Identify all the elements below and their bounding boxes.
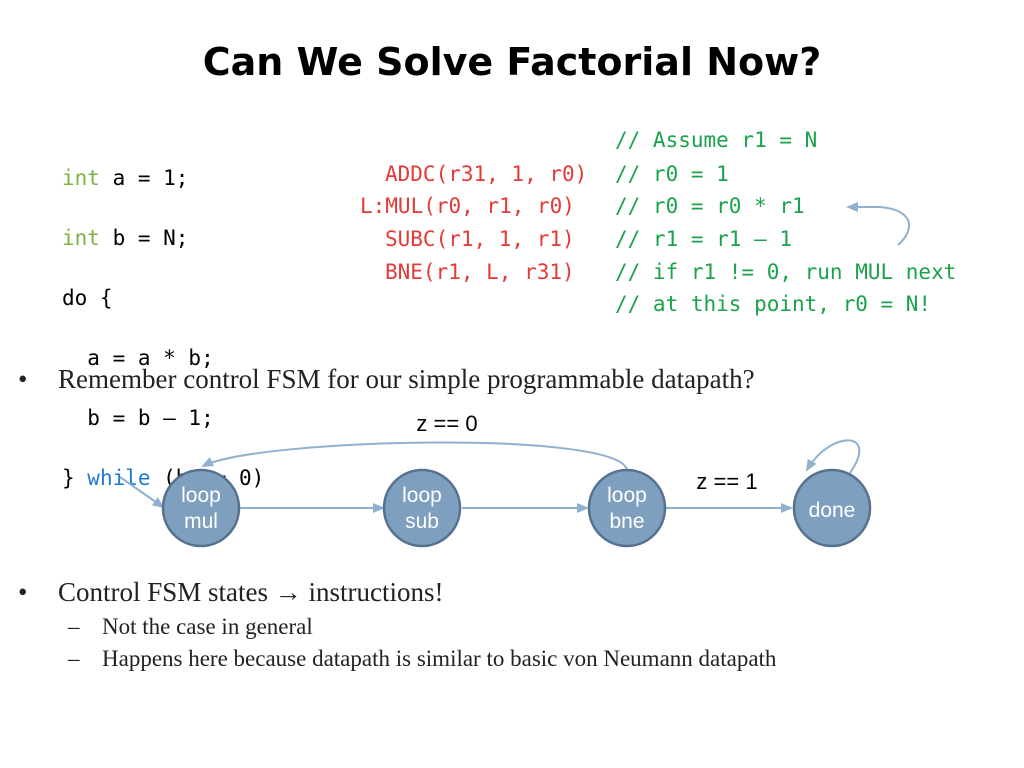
- comment-line-6: // at this point, r0 = N!: [615, 292, 932, 316]
- comment-line-3: // r0 = r0 * r1: [615, 194, 805, 218]
- c-line-5: b = b – 1;: [62, 406, 214, 430]
- dash-marker: –: [68, 646, 80, 671]
- keyword-while: while: [87, 466, 151, 490]
- state-label-line2: mul: [184, 510, 218, 533]
- edge-bne-to-mul: [201, 441, 628, 471]
- asm-line-4: BNE(r1, L, r31): [385, 260, 575, 284]
- asm-line-3: SUBC(r1, 1, r1): [385, 227, 575, 251]
- state-label-line1: done: [809, 499, 856, 522]
- edge-label-back: z == 0: [416, 411, 477, 436]
- comment-line-5: // if r1 != 0, run MUL next: [615, 260, 957, 284]
- c-line-2-text: b = N;: [99, 226, 189, 250]
- keyword-int: int: [62, 226, 100, 250]
- state-label-line2: bne: [609, 510, 644, 533]
- state-label-line1: loop: [402, 484, 442, 507]
- dash-marker: –: [68, 614, 80, 639]
- bullet-2: • Control FSM states → instructions!: [18, 577, 444, 608]
- state-loop-bne: loop bne: [587, 468, 667, 548]
- c-line-6-open: }: [62, 466, 88, 490]
- state-done: done: [792, 468, 872, 548]
- bullet-dot: •: [18, 577, 28, 607]
- entry-arrow: [119, 476, 165, 509]
- edge-label-forward: z == 1: [696, 469, 757, 494]
- c-code-block: int a = 1; int b = N; do { a = a * b; b …: [62, 133, 264, 523]
- c-line-3: do {: [62, 286, 113, 310]
- loop-back-arrow: [846, 202, 911, 246]
- c-line-4: a = a * b;: [62, 346, 214, 370]
- c-line-1: int a = 1;: [62, 163, 264, 193]
- c-line-1-text: a = 1;: [99, 166, 189, 190]
- asm-line-2: L:MUL(r0, r1, r0): [360, 194, 575, 218]
- sub-bullet-2: – Happens here because datapath is simil…: [68, 646, 776, 672]
- bullet-1-text: Remember control FSM for our simple prog…: [58, 364, 755, 394]
- c-line-2: int b = N;: [62, 223, 264, 253]
- state-label-line1: loop: [181, 484, 221, 507]
- comment-line-4: // r1 = r1 – 1: [615, 227, 793, 251]
- asm-line-1: ADDC(r31, 1, r0): [385, 162, 588, 186]
- state-loop-mul: loop mul: [161, 468, 241, 548]
- keyword-int: int: [62, 166, 100, 190]
- state-loop-sub: loop sub: [382, 468, 462, 548]
- slide-title: Can We Solve Factorial Now?: [202, 40, 822, 84]
- state-label-line2: sub: [405, 510, 439, 533]
- bullet-dot: •: [18, 364, 28, 394]
- sub-bullet-1-text: Not the case in general: [102, 614, 313, 639]
- comment-line-1: // Assume r1 = N: [615, 128, 818, 152]
- edge-done-self-loop: [806, 439, 861, 474]
- sub-bullet-1: – Not the case in general: [68, 614, 313, 640]
- state-label-line1: loop: [607, 484, 647, 507]
- bullet-1: • Remember control FSM for our simple pr…: [18, 364, 755, 395]
- sub-bullet-2-text: Happens here because datapath is similar…: [102, 646, 777, 671]
- bullet-2-text: Control FSM states → instructions!: [58, 577, 444, 607]
- comment-line-2: // r0 = 1: [615, 162, 729, 186]
